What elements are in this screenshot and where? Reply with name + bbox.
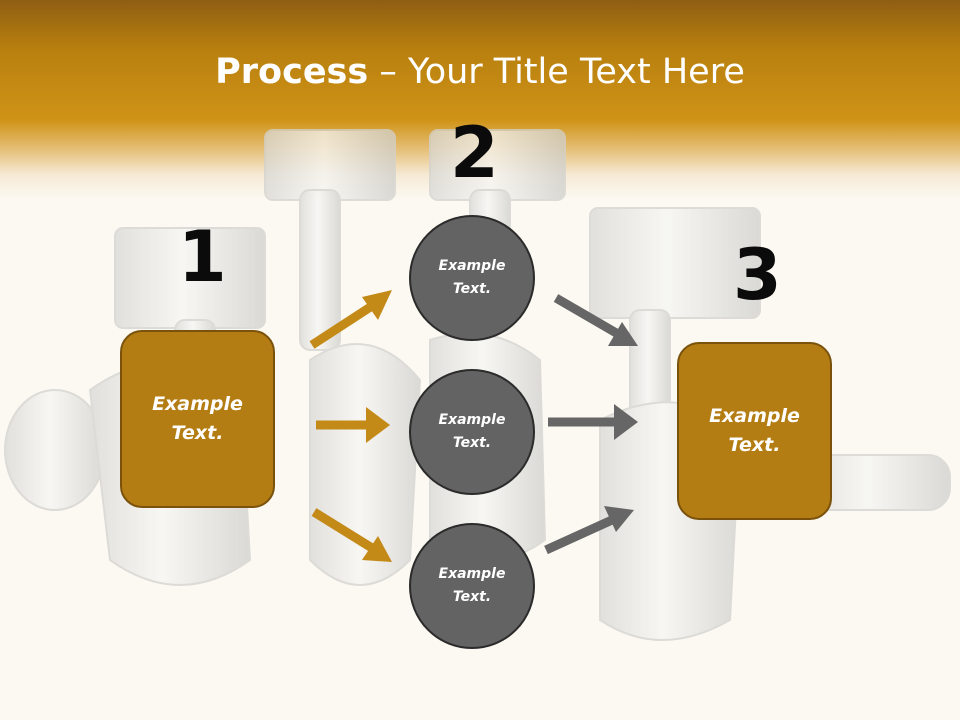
slide-title: Process – Your Title Text Here bbox=[0, 52, 960, 92]
step-2-circle-top: Example Text. bbox=[409, 215, 535, 341]
arrows-gray bbox=[544, 294, 638, 555]
circle-bottom-text: Example Text. bbox=[438, 566, 506, 605]
step-1-box: Example Text. bbox=[120, 330, 275, 508]
title-bold: Process bbox=[215, 52, 369, 92]
circle-middle-text: Example Text. bbox=[438, 412, 506, 451]
circle-top-text: Example Text. bbox=[438, 258, 506, 297]
step-number-3: 3 bbox=[733, 234, 782, 316]
arrows-gold bbox=[309, 290, 392, 562]
title-rest: – Your Title Text Here bbox=[368, 52, 745, 92]
step-3-box-text: Example Text. bbox=[709, 405, 800, 456]
step-number-2: 2 bbox=[450, 112, 499, 194]
step-2-circle-middle: Example Text. bbox=[409, 369, 535, 495]
step-3-box: Example Text. bbox=[677, 342, 832, 520]
step-1-box-text: Example Text. bbox=[152, 393, 243, 444]
step-2-circle-bottom: Example Text. bbox=[409, 523, 535, 649]
step-number-1: 1 bbox=[178, 216, 227, 298]
